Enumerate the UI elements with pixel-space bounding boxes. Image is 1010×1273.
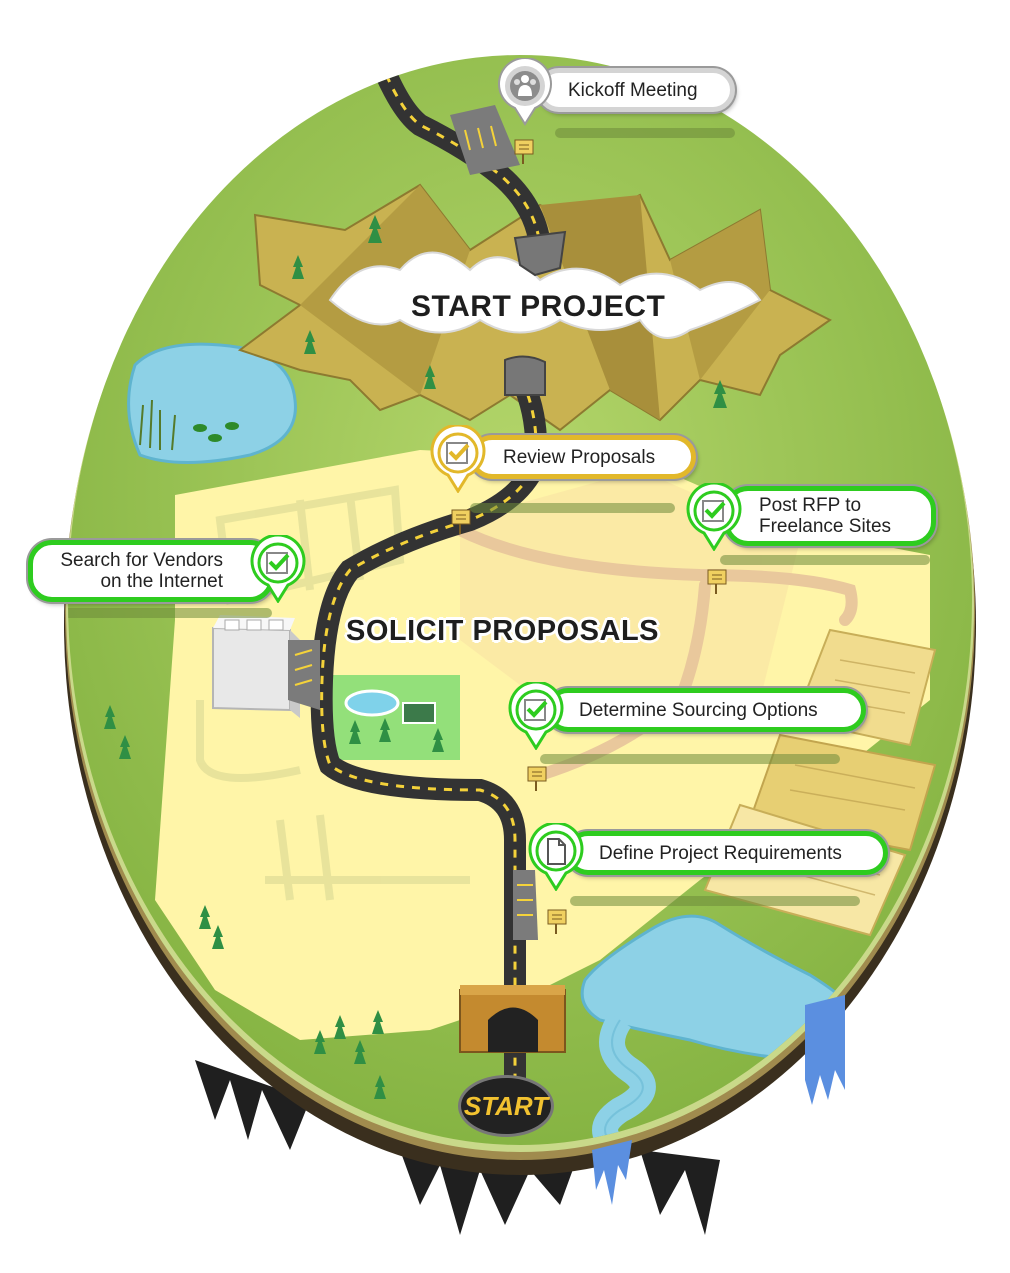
region-title-solicit-proposals: SOLICIT PROPOSALS: [346, 615, 660, 647]
checkbox-icon: [250, 535, 306, 603]
milestone-label: Post RFP to Freelance Sites: [759, 495, 892, 537]
document-icon: [528, 823, 584, 891]
checkbox-icon: [508, 682, 564, 750]
checkbox-icon: [686, 483, 742, 551]
region-title-start-project: START PROJECT: [411, 290, 666, 323]
milestone-label: Review Proposals: [503, 446, 656, 468]
milestone-label: Kickoff Meeting: [568, 79, 698, 101]
checkbox-icon: [430, 425, 486, 493]
mountain-range: [237, 183, 832, 432]
milestone-label: Determine Sourcing Options: [579, 699, 818, 721]
milestone-label: Define Project Requirements: [599, 842, 842, 864]
start-marker[interactable]: START: [458, 1075, 554, 1137]
trees: [104, 215, 727, 1099]
start-label: START: [463, 1090, 549, 1121]
lake-small: [127, 342, 297, 464]
start-gate: [459, 985, 566, 1053]
people-icon: [497, 58, 553, 126]
signposts: [451, 139, 727, 934]
waterfalls: [592, 995, 845, 1205]
milestone-label: Search for Vendors on the Internet: [60, 550, 223, 592]
building: [212, 615, 300, 718]
